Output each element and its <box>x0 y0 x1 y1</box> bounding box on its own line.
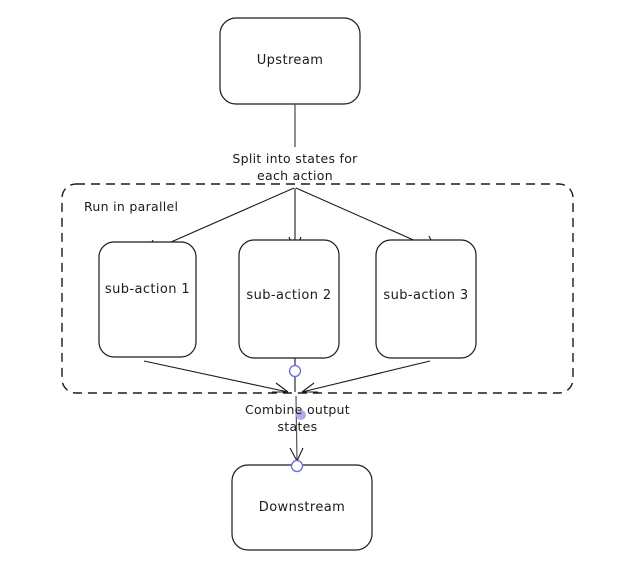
edge-sub-action-1-to-merge <box>143 360 289 393</box>
sub-action-1-node[interactable] <box>99 242 196 357</box>
upstream-node-shape[interactable] <box>219 17 361 105</box>
merge-junction-circle-icon <box>288 364 302 378</box>
edge-merge-to-downstream <box>289 395 304 462</box>
sub-action-1-node-shape[interactable] <box>98 241 197 358</box>
sub-action-3-node[interactable] <box>376 240 476 358</box>
combine-output-dot-icon <box>296 410 306 420</box>
sub-action-2-node[interactable] <box>239 240 339 358</box>
edge-sub-action-3-to-merge <box>301 360 431 393</box>
sub-action-2-node-shape[interactable] <box>238 239 340 359</box>
downstream-node[interactable] <box>232 465 372 550</box>
sub-action-3-node-shape[interactable] <box>375 239 477 359</box>
run-in-parallel-group-border <box>61 183 574 394</box>
downstream-entry-circle-icon <box>290 459 304 473</box>
upstream-node[interactable] <box>220 18 360 104</box>
